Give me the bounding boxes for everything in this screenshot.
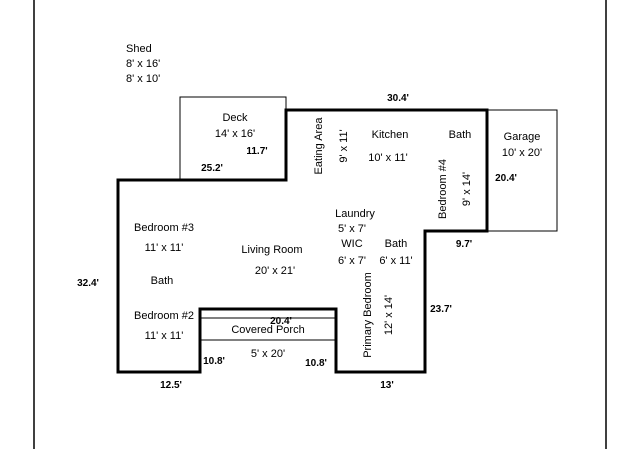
dim-right-step: 9.7' — [456, 239, 472, 250]
bedroom2-name: Bedroom #2 — [134, 310, 194, 322]
bedroom3-size: 11' x 11' — [145, 242, 184, 254]
shed-size-1: 8' x 16' — [126, 58, 160, 70]
garage-name: Garage — [504, 131, 541, 143]
bedroom2-size: 11' x 11' — [145, 330, 184, 342]
dim-right: 23.7' — [430, 304, 452, 315]
laundry-size: 5' x 7' — [338, 223, 366, 235]
dim-left: 32.4' — [77, 278, 99, 289]
bedroom4-name: Bedroom #4 — [437, 159, 449, 219]
living-room-size: 20' x 21' — [255, 265, 295, 277]
shed-size-2: 8' x 10' — [126, 73, 160, 85]
porch-name: Covered Porch — [231, 324, 304, 336]
kitchen-size: 10' x 11' — [368, 152, 407, 164]
kitchen-name: Kitchen — [372, 129, 409, 141]
wic-size: 6' x 7' — [338, 255, 366, 267]
dim-porch-left: 10.8' — [203, 356, 225, 367]
garage-outline — [487, 109, 558, 232]
dim-bottom-right: 13' — [380, 380, 394, 391]
eating-area-name: Eating Area — [313, 117, 325, 175]
bath-left-name: Bath — [151, 275, 174, 287]
bath-master-size: 6' x 11' — [379, 255, 412, 267]
wic-name: WIC — [341, 238, 362, 250]
living-room-name: Living Room — [241, 244, 302, 256]
laundry-name: Laundry — [335, 208, 375, 220]
shed-label: Shed — [126, 43, 152, 55]
bath-master-name: Bath — [385, 238, 408, 250]
bedroom4-size: 9' x 14' — [461, 172, 473, 206]
dim-deck-inner: 11.7' — [246, 146, 267, 157]
bedroom3-name: Bedroom #3 — [134, 222, 194, 234]
dim-garage-side: 20.4' — [495, 173, 517, 184]
dim-porch-top: 20.4' — [270, 316, 292, 327]
dim-porch-right: 10.8' — [305, 358, 327, 369]
deck-outline — [179, 96, 287, 180]
deck-name: Deck — [222, 112, 248, 124]
dim-deck-bottom: 25.2' — [201, 163, 223, 174]
deck-size: 14' x 16' — [215, 128, 255, 140]
garage-size: 10' x 20' — [502, 147, 542, 159]
porch-size: 5' x 20' — [251, 348, 285, 360]
eating-area-size: 9' x 11' — [338, 129, 350, 162]
primary-bedroom-size: 12' x 14' — [383, 295, 395, 335]
dim-bottom-left: 12.5' — [160, 380, 182, 391]
primary-bedroom-name: Primary Bedroom — [362, 272, 374, 358]
house-outline — [116, 108, 489, 374]
bath-top-name: Bath — [449, 129, 472, 141]
dim-top: 30.4' — [387, 93, 409, 104]
